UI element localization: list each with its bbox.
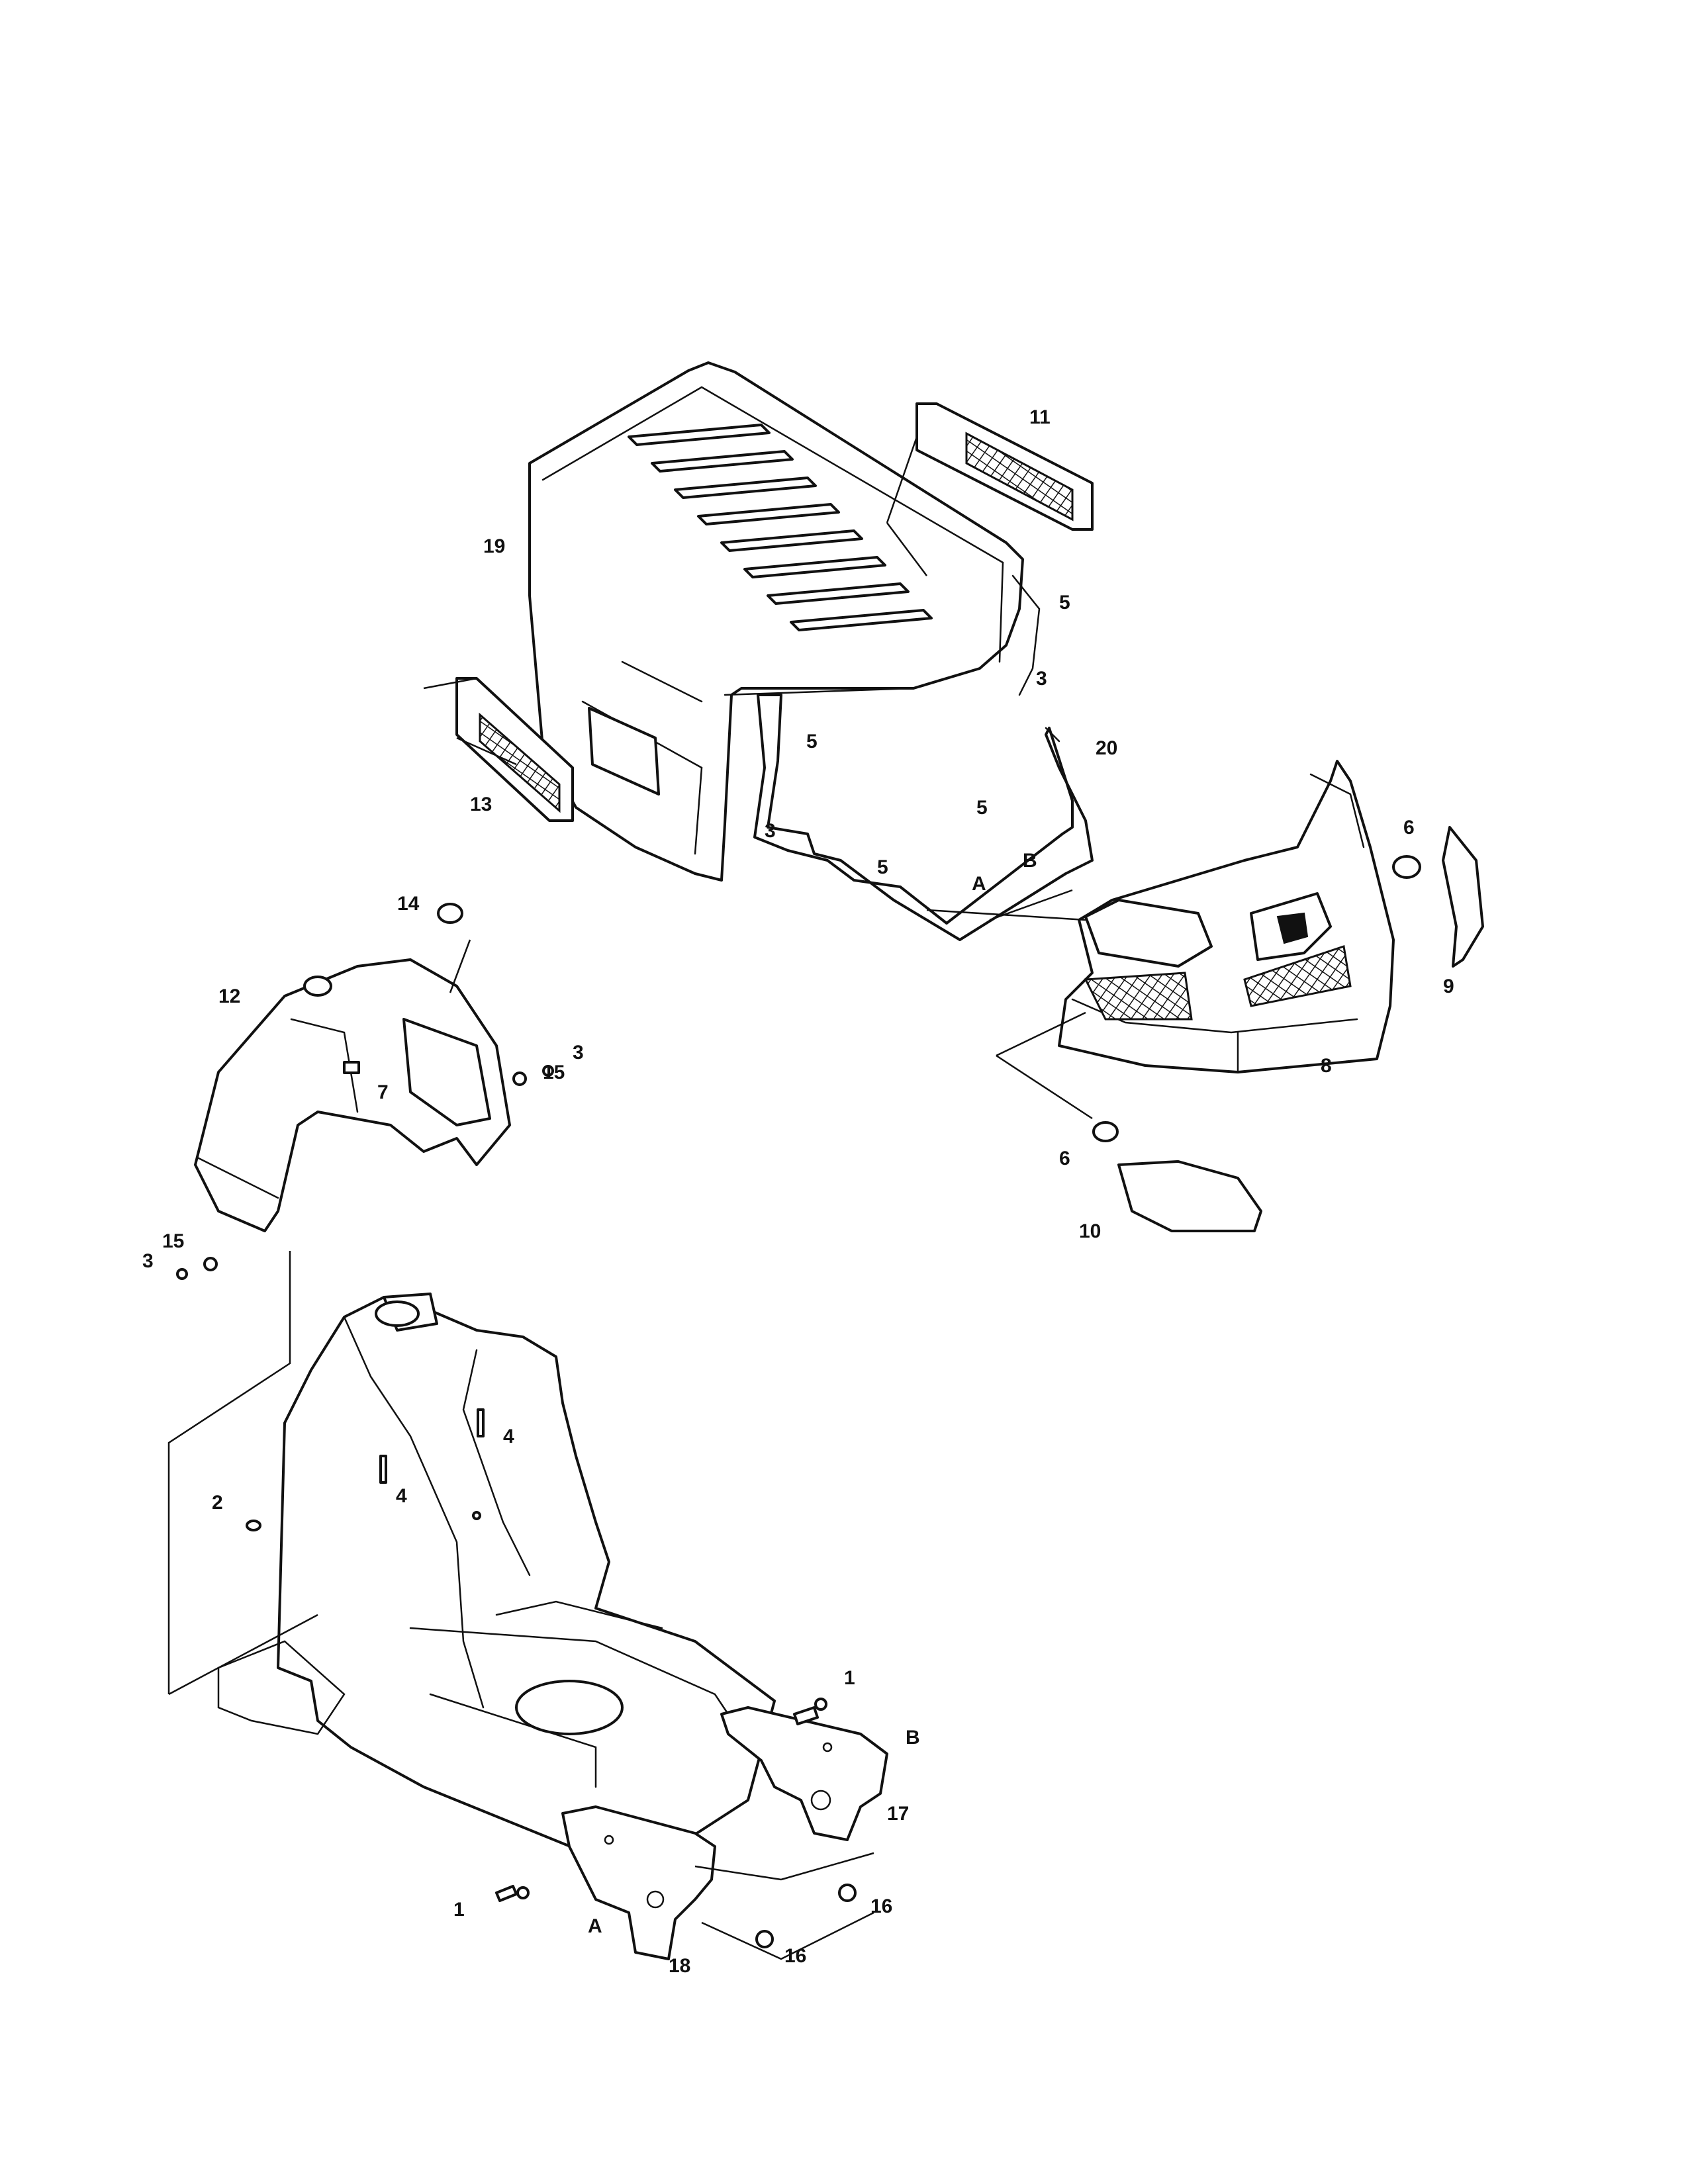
callout-11: 11: [1029, 406, 1051, 428]
hood-vent-slot: [651, 450, 794, 473]
bolt-part-1a: [793, 1698, 827, 1725]
callout-15-left: 15: [162, 1230, 184, 1252]
hood-vent-slot: [743, 556, 886, 578]
callout-16-right: 16: [870, 1895, 892, 1917]
callout-labels: 11 19 5 3 5 20 13 3 5 5 B A 6 9 14 12 3 …: [142, 406, 1454, 1977]
callout-5-right: 5: [976, 797, 988, 819]
bumper-knob-part-6b: [1092, 1121, 1119, 1142]
leader-lines: [167, 436, 1093, 1960]
callout-9: 9: [1443, 976, 1454, 997]
callout-18: 18: [669, 1955, 690, 1977]
hood-vent-slots: [628, 424, 933, 631]
callout-20: 20: [1096, 737, 1117, 759]
callout-3-dash: 3: [573, 1042, 584, 1064]
callout-2: 2: [212, 1492, 223, 1514]
callout-14: 14: [397, 893, 420, 915]
clip-part-7: [343, 1061, 360, 1074]
callout-7: 7: [377, 1081, 389, 1103]
callout-A-low: A: [588, 1915, 602, 1937]
bracket-part-17: [720, 1706, 888, 1841]
knob-part-14: [437, 903, 463, 924]
callout-17: 17: [887, 1803, 909, 1825]
callout-8: 8: [1321, 1055, 1332, 1077]
side-grille-part-11: [915, 402, 1094, 531]
hood-side-vent-opening: [588, 707, 660, 796]
hood-vent-slot: [674, 477, 817, 499]
dash-panel-part-12: [194, 958, 511, 1232]
screw-part-3-left: [176, 1257, 218, 1280]
front-bumper-part-8: [1058, 760, 1395, 1073]
bracket-part-18: [561, 1805, 716, 1960]
callout-16-low: 16: [784, 1945, 806, 1967]
callout-6-top: 6: [1403, 817, 1415, 839]
callout-5-mid: 5: [806, 731, 818, 752]
screw-part-4b: [477, 1408, 485, 1437]
callout-4-right: 4: [503, 1426, 514, 1447]
hood-vent-slot: [767, 582, 910, 605]
callout-10: 10: [1079, 1220, 1101, 1242]
hood-vent-slot: [720, 529, 863, 552]
bolt-part-16a: [838, 1884, 857, 1902]
callout-15-dash: 15: [543, 1062, 565, 1083]
callout-13: 13: [470, 794, 492, 815]
callout-B-top: B: [1023, 850, 1037, 872]
callout-12: 12: [218, 985, 240, 1007]
hood-vent-slot: [790, 609, 933, 631]
hood-bracket-part-20: [753, 574, 1094, 941]
callout-1-right: 1: [844, 1667, 855, 1689]
callout-19: 19: [483, 535, 505, 557]
screw-part-4a: [379, 1455, 387, 1484]
bolt-part-16b: [755, 1930, 774, 1948]
bumper-knob-part-6a: [1392, 855, 1421, 879]
bolt-part-1b: [495, 1885, 530, 1902]
callout-A-top: A: [972, 873, 986, 895]
bumper-lens-part-10: [1117, 1160, 1262, 1232]
bumper-trim-part-9: [1442, 826, 1484, 968]
callout-6-low: 6: [1059, 1148, 1070, 1169]
screw-part-3-right: [512, 1065, 554, 1086]
screw-part-2: [246, 1520, 261, 1531]
callout-3-left: 3: [142, 1250, 154, 1272]
callout-5-low: 5: [877, 856, 888, 878]
callout-3-mid: 3: [765, 820, 776, 842]
hood-vent-slot: [628, 424, 771, 446]
hood-vent-slot: [697, 503, 840, 525]
callout-B-low: B: [906, 1727, 920, 1749]
callout-4-left: 4: [396, 1485, 407, 1507]
side-grille-part-13: [455, 677, 574, 822]
callout-5-top: 5: [1059, 592, 1070, 614]
callout-1-left: 1: [453, 1899, 465, 1921]
callout-3-top: 3: [1036, 668, 1047, 690]
frame-chassis: [217, 1293, 776, 1874]
